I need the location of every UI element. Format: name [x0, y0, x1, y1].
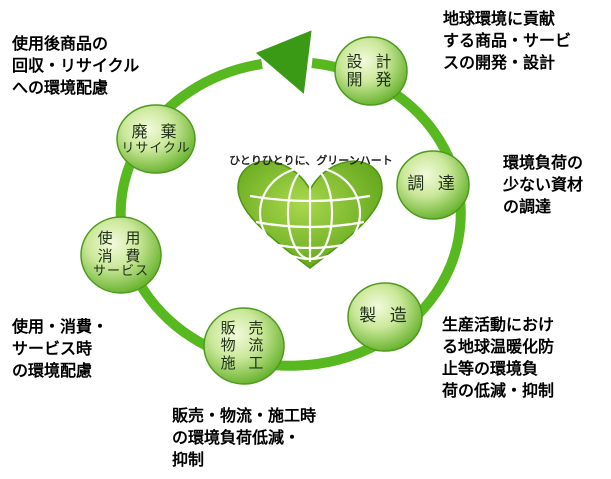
desc-procurement: 環境負荷の 少ない資材 の調達	[503, 152, 583, 218]
cycle-arrow	[255, 30, 312, 94]
node-circle-design	[334, 36, 408, 106]
desc-use-line-2: サービス時	[12, 339, 93, 358]
node-circle-use	[80, 216, 162, 294]
desc-procurement-line-2: 少ない資材	[503, 175, 584, 194]
desc-manufacturing: 生産活動におけ る地球温暖化防 止等の環境負 荷の低減・抑制	[442, 314, 554, 402]
node-circle-procurement	[396, 150, 470, 220]
desc-disposal-line-2: 回収・リサイクル	[12, 56, 140, 75]
desc-disposal-line-1: 使用後商品の	[12, 34, 109, 53]
desc-design-line-3: スの開発・設計	[443, 53, 556, 72]
node-circle-sales	[203, 307, 285, 385]
desc-manufacturing-line-4: 荷の低減・抑制	[442, 381, 555, 400]
desc-manufacturing-line-3: 止等の環境負	[442, 359, 539, 378]
desc-sales-line-3: 抑制	[172, 450, 205, 469]
desc-use: 使用・消費・ サービス時 の環境配慮	[12, 316, 108, 382]
desc-use-line-1: 使用・消費・	[12, 317, 109, 336]
desc-sales: 販売・物流・施工時 の環境負荷低減・ 抑制	[172, 405, 316, 471]
node-circle-disposal	[116, 104, 196, 174]
desc-manufacturing-line-2: る地球温暖化防	[442, 337, 555, 356]
desc-sales-line-1: 販売・物流・施工時	[172, 406, 317, 425]
desc-sales-line-2: の環境負荷低減・	[172, 428, 301, 447]
desc-procurement-line-1: 環境負荷の	[503, 153, 584, 172]
desc-procurement-line-3: の調達	[503, 197, 552, 216]
desc-disposal: 使用後商品の 回収・リサイクル への環境配慮	[12, 33, 139, 99]
green-heart-globe-logo	[237, 160, 383, 269]
desc-manufacturing-line-1: 生産活動におけ	[442, 315, 555, 334]
desc-design: 地球環境に貢献 する商品・サービ スの開発・設計	[443, 8, 571, 74]
desc-design-line-1: 地球環境に貢献	[443, 9, 556, 28]
desc-design-line-2: する商品・サービ	[443, 31, 572, 50]
logo-slogan: ひとりひとりに、グリーンハート	[229, 154, 393, 167]
desc-use-line-3: の環境配慮	[12, 361, 93, 380]
node-circle-manufacturing	[347, 282, 423, 352]
desc-disposal-line-3: への環境配慮	[12, 78, 109, 97]
